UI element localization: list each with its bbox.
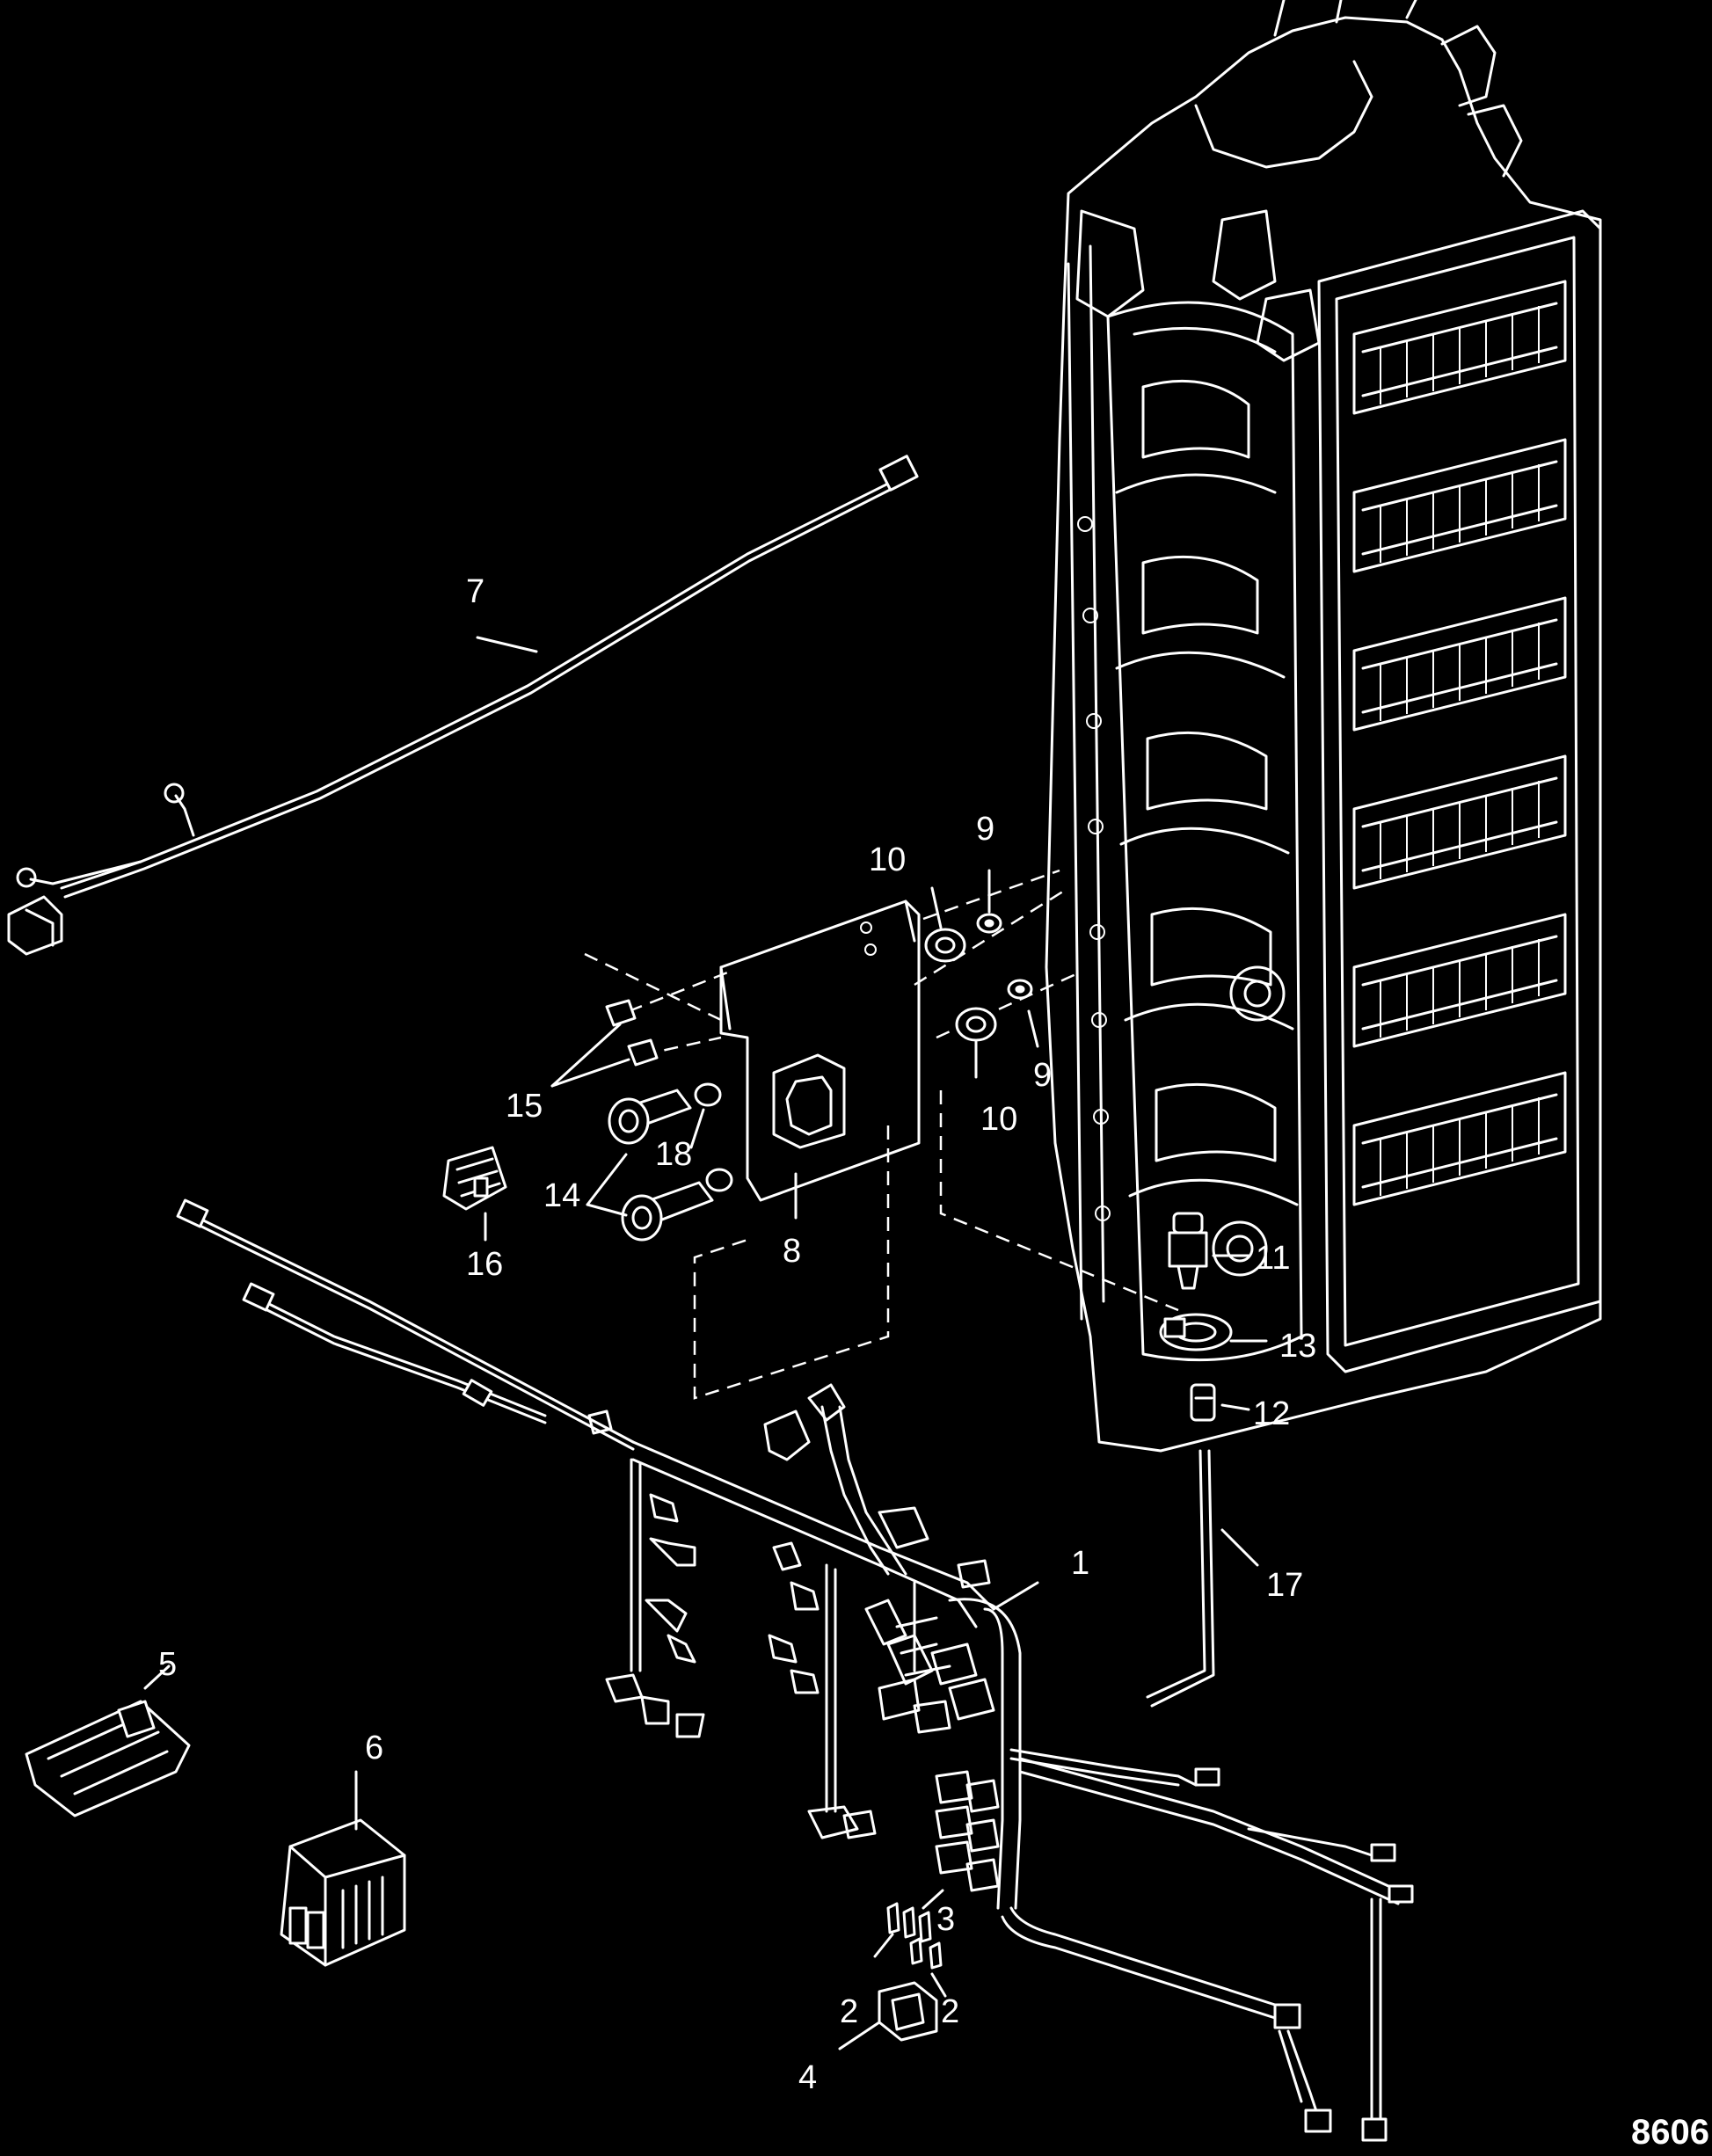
callout-2a: 2 [840,1993,858,2030]
bushing-9-upper [976,913,1002,934]
callout-7: 7 [466,573,484,610]
callout-17: 17 [1266,1567,1303,1604]
callout-4: 4 [798,2059,817,2096]
grommet-10-lower [955,1007,997,1042]
callout-13: 13 [1279,1328,1316,1365]
callout-14: 14 [543,1177,580,1214]
connector-5 [25,1664,191,1817]
bushing-9-lower [1007,979,1033,1000]
callout-2b: 2 [941,1993,959,2030]
bolt-14-lower [621,1181,714,1242]
mounting-plate-8 [719,900,921,1220]
crankcase-block [1045,0,1602,1453]
washer-18-lower [705,1168,733,1192]
callout-15: 15 [506,1088,543,1125]
callout-9b: 9 [1033,1057,1052,1094]
fitting-12 [1190,1383,1250,1422]
callout-16: 16 [466,1246,503,1283]
bolt-14-upper [608,1089,692,1145]
callout-12: 12 [1253,1395,1290,1432]
callout-labels: 1 2 2 3 4 5 6 7 8 9 9 10 10 11 12 13 14 … [158,573,1709,2152]
connector-body-4 [838,1981,938,2050]
callout-1: 1 [1071,1545,1089,1582]
callout-9a: 9 [976,811,994,848]
callout-10a: 10 [869,841,906,878]
grommet-10-upper [924,928,966,963]
connector-6 [280,1770,406,1967]
washer-18-upper [694,1082,722,1107]
drawing-code: 8606 [1631,2113,1709,2152]
sensor-harness-7 [7,455,919,956]
hose-17 [1146,1449,1259,1708]
callout-3: 3 [936,1901,955,1938]
callout-18: 18 [655,1136,692,1173]
callout-6: 6 [365,1730,383,1766]
pressure-sensor-11 [1168,1212,1250,1290]
clips-15 [550,999,659,1088]
hose-clamp-13 [1159,1313,1268,1351]
engine-harness-1 [176,1198,1414,2142]
callout-5: 5 [158,1646,177,1683]
callout-8: 8 [783,1233,801,1270]
callout-10b: 10 [980,1101,1017,1138]
terminals-2-3 [873,1889,947,1998]
connector-16 [442,1146,507,1242]
callout-11: 11 [1256,1240,1290,1277]
